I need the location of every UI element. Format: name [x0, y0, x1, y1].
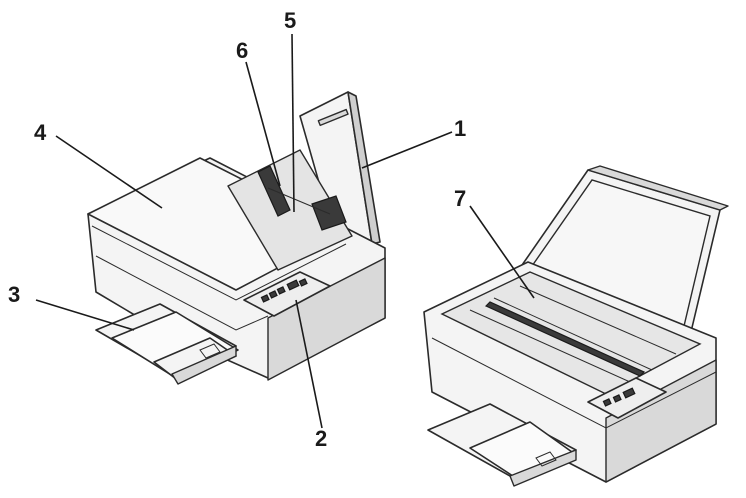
callout-6: 6: [236, 38, 248, 63]
right-printer: [424, 166, 728, 486]
callout-2: 2: [315, 426, 327, 451]
leader-1: [362, 132, 452, 168]
callout-4: 4: [34, 120, 47, 145]
leader-4: [56, 136, 162, 208]
left-printer: [88, 92, 385, 384]
callout-1: 1: [454, 116, 466, 141]
leader-6: [246, 62, 280, 186]
callout-7: 7: [454, 186, 466, 211]
callout-5: 5: [284, 8, 296, 33]
callout-3: 3: [8, 282, 20, 307]
